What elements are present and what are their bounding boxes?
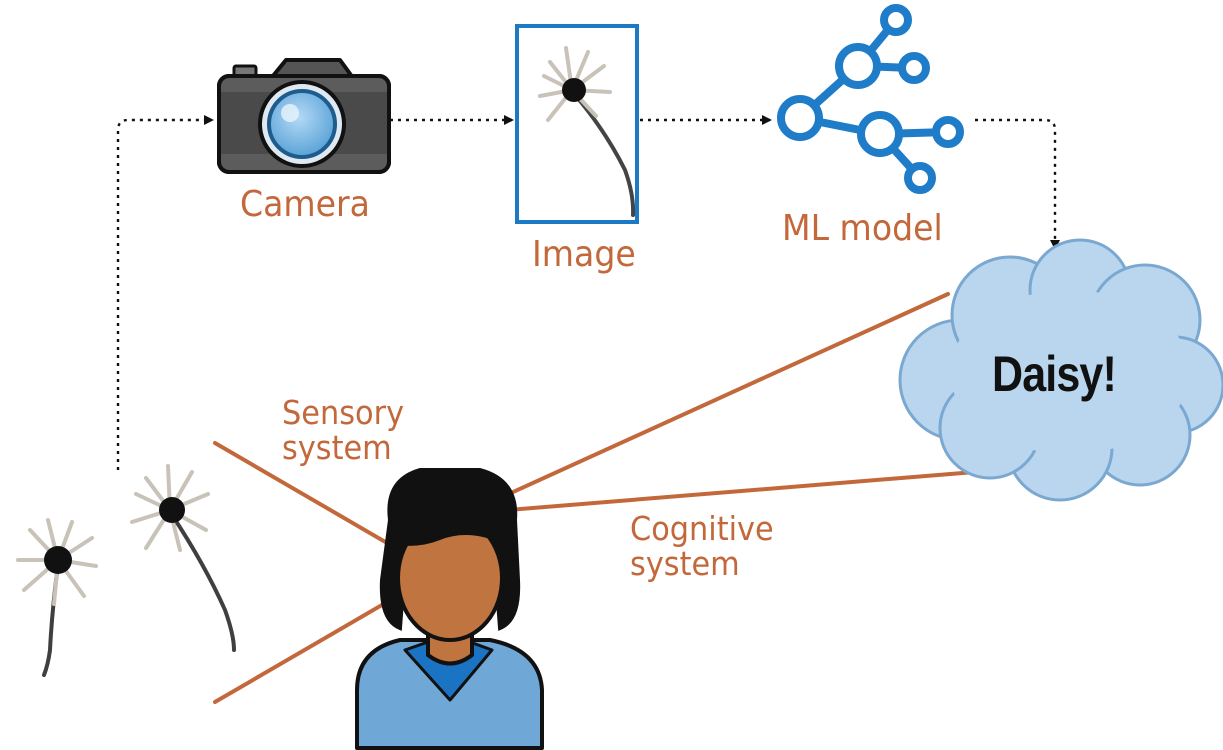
daisy-flower xyxy=(130,464,236,652)
image-label: Image xyxy=(532,234,636,275)
arrow-flower-to-camera xyxy=(116,115,214,470)
flow-arrows xyxy=(116,115,1060,470)
ml-model-icon xyxy=(777,4,964,194)
arrow-model-to-cloud xyxy=(975,118,1060,250)
daisy-flower xyxy=(16,518,98,677)
person-icon xyxy=(355,468,544,750)
ml-model-label: ML model xyxy=(782,208,943,249)
sensory-system-label: Sensory system xyxy=(282,393,405,467)
perception-lines xyxy=(213,292,977,704)
thought-text: Daisy! xyxy=(992,346,1117,402)
flower-image xyxy=(515,24,639,224)
cognitive-system-label: Cognitive system xyxy=(630,509,774,583)
cognitive-line-lower xyxy=(506,470,977,512)
cognitive-line-upper xyxy=(498,292,950,500)
thought-cloud xyxy=(898,238,1223,502)
camera-label: Camera xyxy=(240,184,370,225)
camera-icon xyxy=(217,58,391,174)
